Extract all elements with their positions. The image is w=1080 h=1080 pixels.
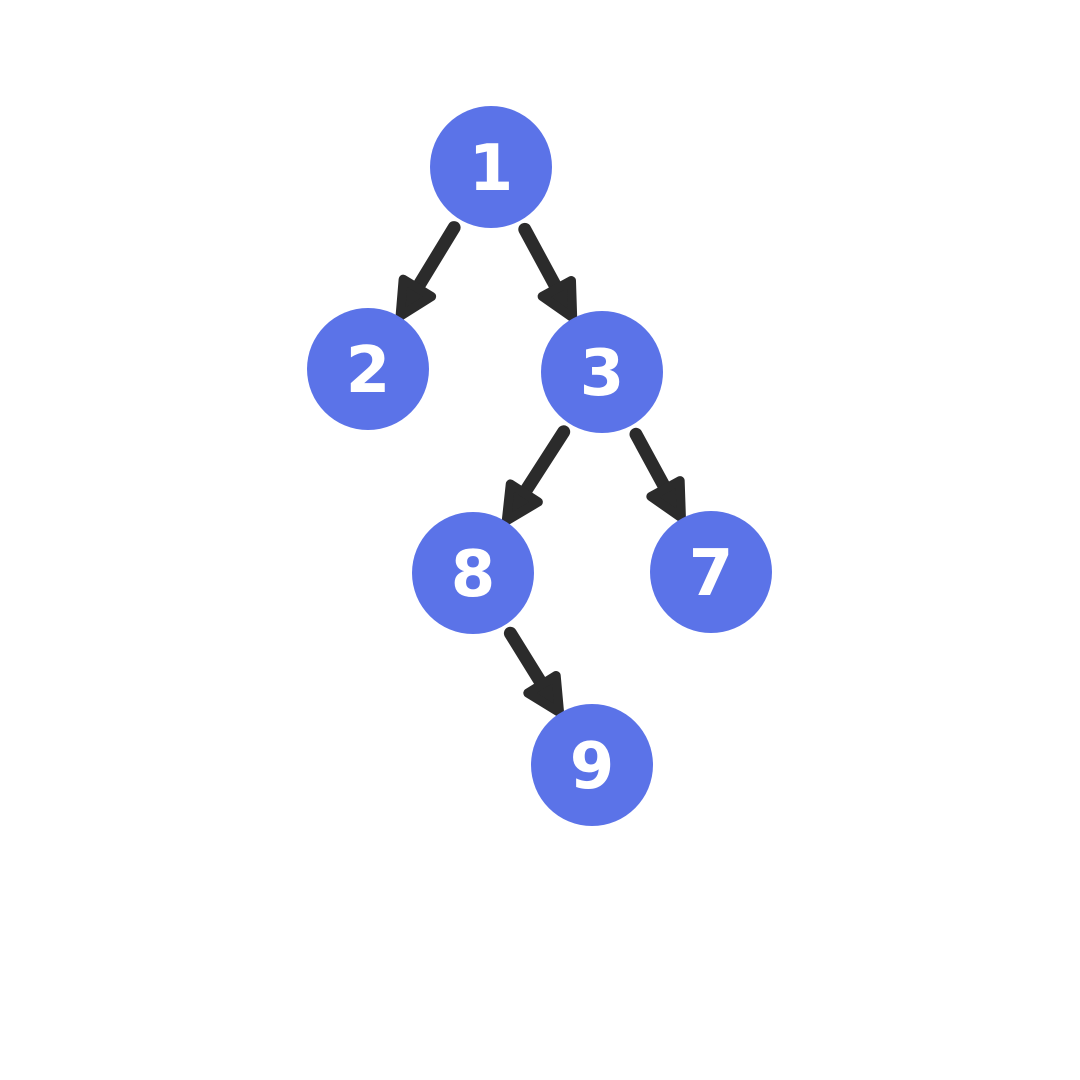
tree-node-label-9: 9: [570, 730, 615, 804]
tree-node-label-7: 7: [689, 537, 734, 611]
tree-edges: [395, 221, 686, 718]
tree-node-label-3: 3: [580, 337, 625, 411]
tree-node-circle-8: [412, 512, 534, 634]
tree-edge-1-3: [518, 222, 578, 323]
tree-node-9: 9: [531, 704, 653, 826]
tree-edge-3-8: [501, 425, 571, 526]
tree-node-circle-1: [430, 106, 552, 228]
tree-edge-1-2: [395, 221, 461, 321]
tree-edge-3-7: [629, 427, 686, 523]
tree-node-circle-7: [650, 511, 772, 633]
tree-node-circle-2: [307, 308, 429, 430]
tree-edge-8-9: [503, 626, 565, 718]
tree-node-label-1: 1: [469, 132, 514, 206]
tree-node-8: 8: [412, 512, 534, 634]
tree-node-circle-9: [531, 704, 653, 826]
tree-node-circle-3: [541, 311, 663, 433]
tree-nodes: 1 2 3 8 7 9: [307, 106, 772, 826]
tree-node-1: 1: [430, 106, 552, 228]
tree-node-7: 7: [650, 511, 772, 633]
tree-node-label-8: 8: [451, 538, 496, 612]
tree-node-2: 2: [307, 308, 429, 430]
tree-node-label-2: 2: [346, 334, 391, 408]
tree-node-3: 3: [541, 311, 663, 433]
